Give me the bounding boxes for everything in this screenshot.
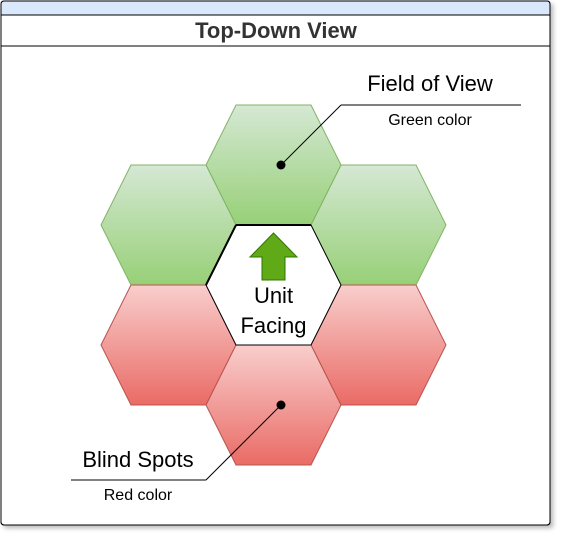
frame-border: [0, 0, 551, 526]
unit-hex-front-edge: [205, 224, 237, 286]
frame-title-bar: [1, 15, 550, 46]
frame-header: [0, 0, 551, 16]
blind-subtitle: Red color: [104, 487, 173, 504]
field-of-view-callout: Field of View Green color: [276, 71, 521, 170]
fov-leader-line: [280, 104, 342, 166]
field-of-view-hexes: [100, 104, 447, 286]
fov-dot: [276, 160, 286, 170]
frame-title: Top-Down View: [195, 18, 358, 43]
blind-spot-hexes: [100, 284, 447, 466]
blind-leader-line: [205, 404, 282, 481]
unit-hex: Unit Facing: [205, 224, 342, 346]
up-arrow-icon: [248, 232, 299, 281]
blind-title: Blind Spots: [82, 447, 193, 472]
fov-title: Field of View: [367, 71, 493, 96]
unit-label-line1: Unit: [254, 283, 293, 308]
blind-spots-callout: Blind Spots Red color: [71, 400, 286, 504]
fov-subtitle: Green color: [388, 112, 472, 129]
unit-label-line2: Facing: [240, 313, 306, 338]
blind-dot: [276, 400, 286, 410]
